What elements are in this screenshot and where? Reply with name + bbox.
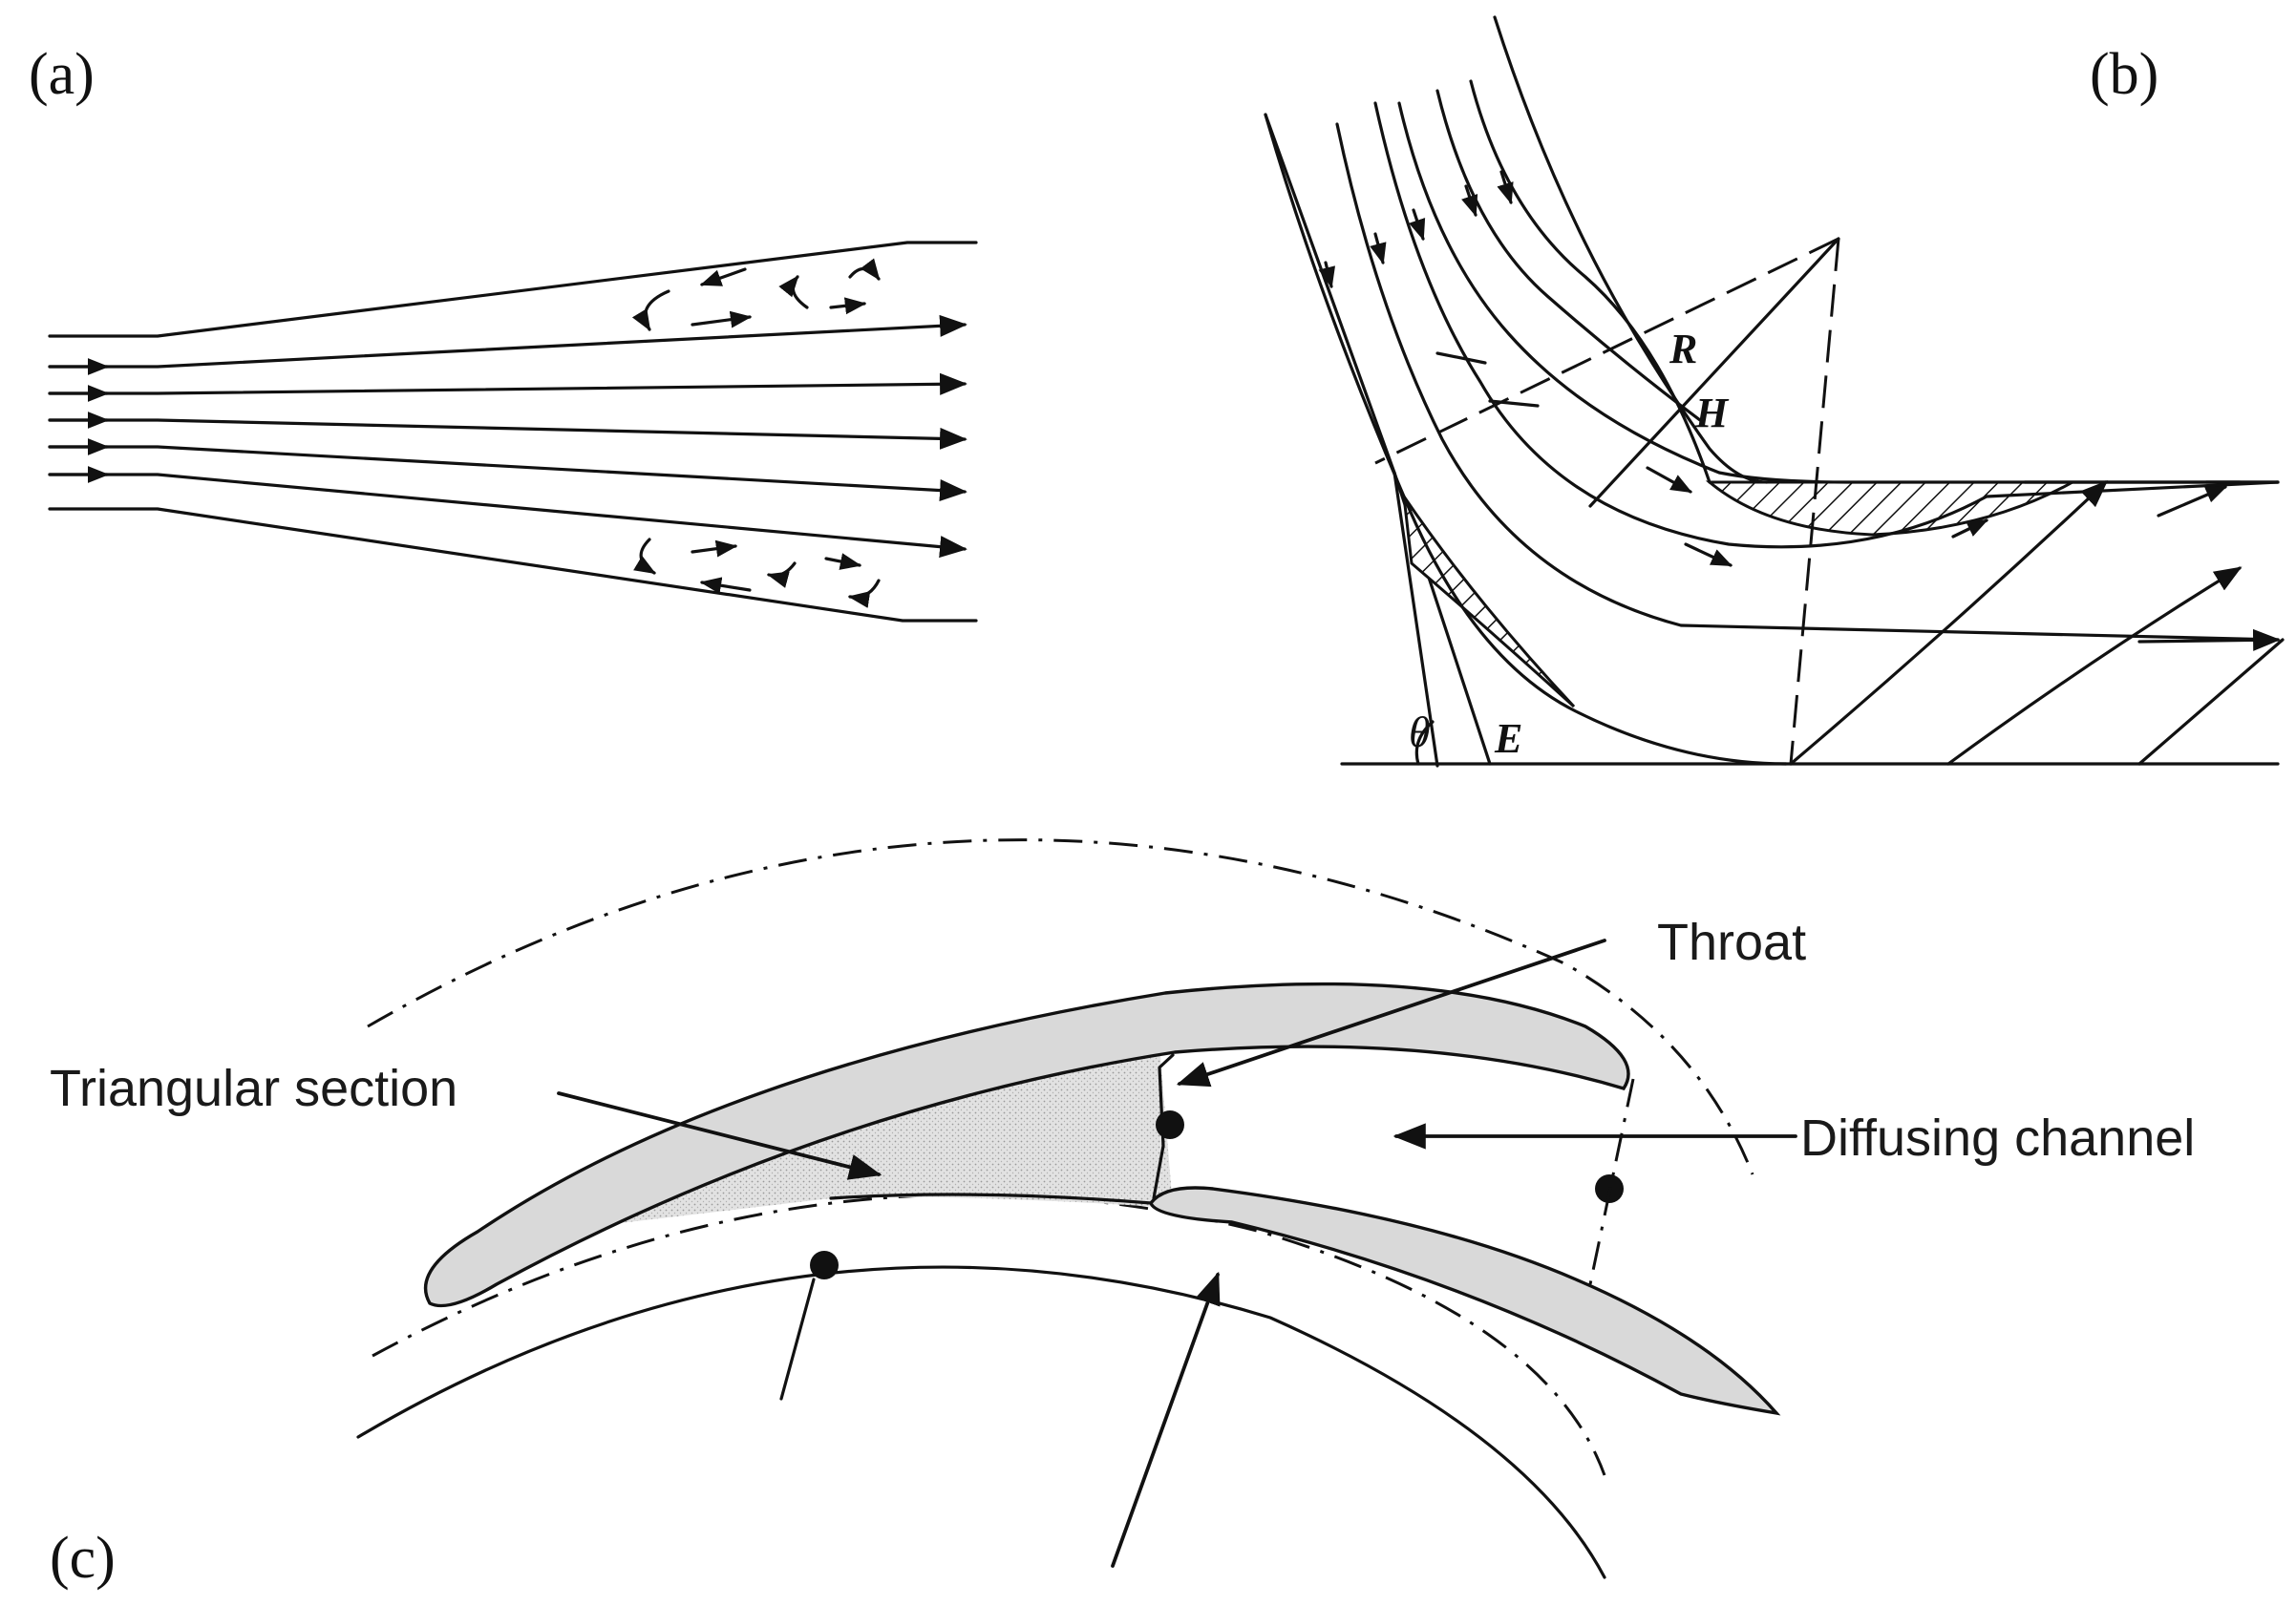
callout-triangular-section: Triangular section xyxy=(50,1060,457,1117)
eddy xyxy=(691,539,738,558)
exit-line xyxy=(1789,480,2109,766)
exit-lines-b xyxy=(1789,480,2285,766)
throat-arrow xyxy=(1176,939,1606,1088)
streamline xyxy=(1264,113,1788,766)
flow-arrow xyxy=(1684,542,1733,567)
eddy xyxy=(766,561,797,588)
eddy xyxy=(691,310,753,328)
tick-mark xyxy=(1488,399,1540,408)
hatched-region-top xyxy=(1705,480,2078,537)
eddy xyxy=(847,579,881,608)
separation-eddies-top xyxy=(631,258,881,331)
streamline xyxy=(48,418,967,450)
impeller-circle xyxy=(356,1265,1606,1579)
flow-arrows-b xyxy=(1318,170,2281,651)
radius-line xyxy=(1588,237,1840,508)
diffuser-top-wall xyxy=(48,241,978,338)
throat-dot xyxy=(1156,1110,1184,1139)
eddy xyxy=(824,553,862,570)
triangular-section-arrow xyxy=(557,1091,882,1180)
flow-arrow xyxy=(2157,485,2228,518)
leader-line xyxy=(779,1278,816,1401)
exit-line xyxy=(1946,566,2243,766)
eddy xyxy=(633,538,656,575)
tick-mark xyxy=(1435,351,1487,365)
panel-a-label: (a) xyxy=(29,42,95,107)
streamline xyxy=(1373,101,2280,549)
outer-pitch-circle xyxy=(367,838,1754,1175)
panel-c: (c) Throat Triangular section Diffu xyxy=(50,838,2195,1591)
symbol-theta: θ xyxy=(1409,708,1431,756)
separation-eddies-bottom xyxy=(633,538,881,608)
streamline xyxy=(48,372,967,395)
callout-throat: Throat xyxy=(1657,914,1806,971)
eddy xyxy=(778,275,809,309)
symbol-R: R xyxy=(1669,326,1697,372)
theta-arc xyxy=(1414,720,1435,766)
panel-b-label: (b) xyxy=(2090,42,2158,107)
eddy xyxy=(699,577,752,595)
construction-b xyxy=(1374,237,1840,765)
flow-arrow xyxy=(2137,628,2281,651)
dashed-normal xyxy=(1374,237,1839,465)
panel-c-label: (c) xyxy=(50,1526,116,1591)
flow-arrow xyxy=(1951,518,1989,539)
inner-dot xyxy=(810,1251,839,1279)
section-edge xyxy=(829,1193,1153,1205)
hatched-region-left xyxy=(1402,496,1576,708)
eddy xyxy=(631,289,670,331)
eddy xyxy=(699,267,747,286)
flow-arrow xyxy=(1318,261,1336,289)
exit-line xyxy=(2137,638,2285,766)
streamlines-a xyxy=(48,314,967,559)
symbol-H: H xyxy=(1694,390,1730,436)
callout-diffusing-channel: Diffusing channel xyxy=(1800,1109,2195,1167)
diffuser-bottom-wall xyxy=(48,507,978,623)
streamline xyxy=(1435,89,1702,422)
flow-arrow xyxy=(1370,232,1387,265)
streamline xyxy=(1493,15,1769,484)
impeller-arrow xyxy=(1111,1271,1221,1568)
flow-arrow xyxy=(1461,184,1478,218)
streamline xyxy=(1397,101,2280,484)
throat-line xyxy=(1152,1053,1175,1200)
eddy xyxy=(829,297,867,315)
wall-segment xyxy=(1392,471,1439,768)
panel-a: (a) xyxy=(29,42,978,623)
outlet-radial xyxy=(1588,1078,1635,1285)
flow-arrow xyxy=(1646,466,1692,494)
streamline xyxy=(1335,122,2280,642)
flow-arrow xyxy=(1409,208,1426,242)
panel-b: (b) xyxy=(1264,15,2285,768)
inclined-wall xyxy=(1264,113,1492,766)
flow-arrow xyxy=(1497,170,1514,205)
eddy xyxy=(848,258,881,281)
streamline xyxy=(48,445,967,502)
streamlines-b xyxy=(1264,15,2280,766)
dashed-vertical xyxy=(1789,238,1840,765)
symbol-E: E xyxy=(1494,715,1522,762)
vane-lower xyxy=(1149,1186,1781,1416)
